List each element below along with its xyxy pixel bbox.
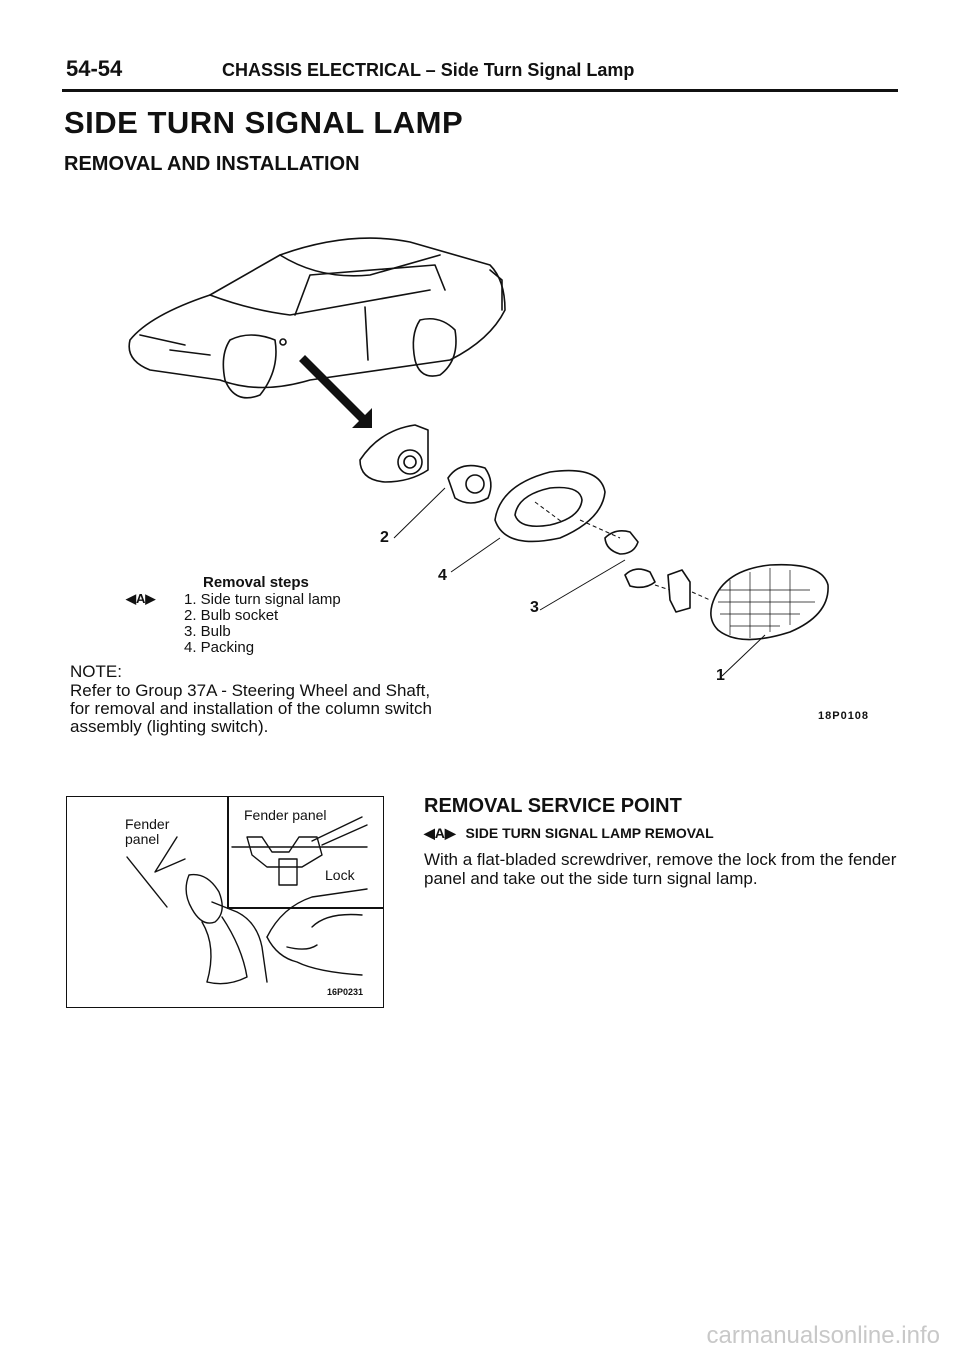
removal-step: 4. Packing bbox=[184, 639, 255, 656]
service-point-marker-icon: ◀A▶ bbox=[126, 591, 156, 606]
inset-label-lock: Lock bbox=[325, 867, 355, 883]
removal-step: 1. Side turn signal lamp bbox=[184, 591, 341, 608]
service-point-title: REMOVAL SERVICE POINT bbox=[424, 795, 682, 817]
service-point-subheading-text: SIDE TURN SIGNAL LAMP REMOVAL bbox=[465, 825, 714, 841]
turn-signal-lamp-icon bbox=[185, 873, 223, 924]
pointer-arrow-icon bbox=[299, 355, 372, 428]
callout-3: 3 bbox=[530, 599, 539, 616]
service-point-subheading: ◀A▶ SIDE TURN SIGNAL LAMP REMOVAL bbox=[424, 825, 714, 842]
lock-icon bbox=[278, 858, 298, 886]
page-number: 54-54 bbox=[66, 56, 123, 81]
chapter-title: CHASSIS ELECTRICAL – Side Turn Signal La… bbox=[222, 60, 635, 80]
callout-2: 2 bbox=[380, 529, 389, 546]
bulb-icon bbox=[604, 530, 639, 555]
note-line: Refer to Group 37A - Steering Wheel and … bbox=[70, 681, 431, 700]
screwdriver-removal-illustration bbox=[126, 816, 368, 985]
removal-step: 3. Bulb bbox=[184, 623, 231, 640]
car-outline-icon bbox=[128, 237, 506, 389]
callout-4: 4 bbox=[438, 567, 447, 584]
figure-code: 18P0108 bbox=[818, 710, 870, 722]
packing-icon bbox=[494, 469, 606, 543]
inset-label-fender-panel-top: Fender panel bbox=[244, 807, 327, 823]
note-line: assembly (lighting switch). bbox=[70, 717, 269, 736]
section-title: SIDE TURN SIGNAL LAMP bbox=[64, 105, 464, 140]
inset-divider bbox=[227, 797, 229, 907]
hand-icon bbox=[266, 888, 368, 938]
callout-1: 1 bbox=[716, 667, 725, 684]
bulb-socket-icon bbox=[359, 424, 429, 483]
removal-steps-heading: Removal steps bbox=[203, 574, 309, 591]
note-body: Refer to Group 37A - Steering Wheel and … bbox=[70, 682, 470, 736]
side-turn-signal-lamp-diagram: 2 4 3 1 bbox=[128, 237, 829, 684]
watermark: carmanualsonline.info bbox=[706, 1322, 940, 1349]
inset-divider bbox=[227, 907, 383, 909]
service-point-body: With a flat-bladed screwdriver, remove t… bbox=[424, 850, 904, 888]
header-rule bbox=[62, 89, 898, 92]
lock-clip-icon bbox=[667, 569, 691, 613]
inset-figure-code: 16P0231 bbox=[327, 987, 364, 997]
inset-figure: Fender panel Fender panel Lock 16P0231 bbox=[66, 796, 384, 1008]
section-subtitle: REMOVAL AND INSTALLATION bbox=[64, 153, 360, 175]
service-point-marker-icon: ◀A▶ bbox=[424, 825, 456, 841]
removal-step: 2. Bulb socket bbox=[184, 607, 279, 624]
service-point-line: With a flat-bladed screwdriver, remove t… bbox=[424, 850, 897, 869]
note-label: NOTE: bbox=[70, 662, 122, 681]
inset-label-fender-panel-left: Fender panel bbox=[125, 816, 170, 847]
lamp-lens-icon bbox=[710, 563, 829, 641]
note-line: for removal and installation of the colu… bbox=[70, 699, 432, 718]
service-point-line: panel and take out the side turn signal … bbox=[424, 869, 758, 888]
